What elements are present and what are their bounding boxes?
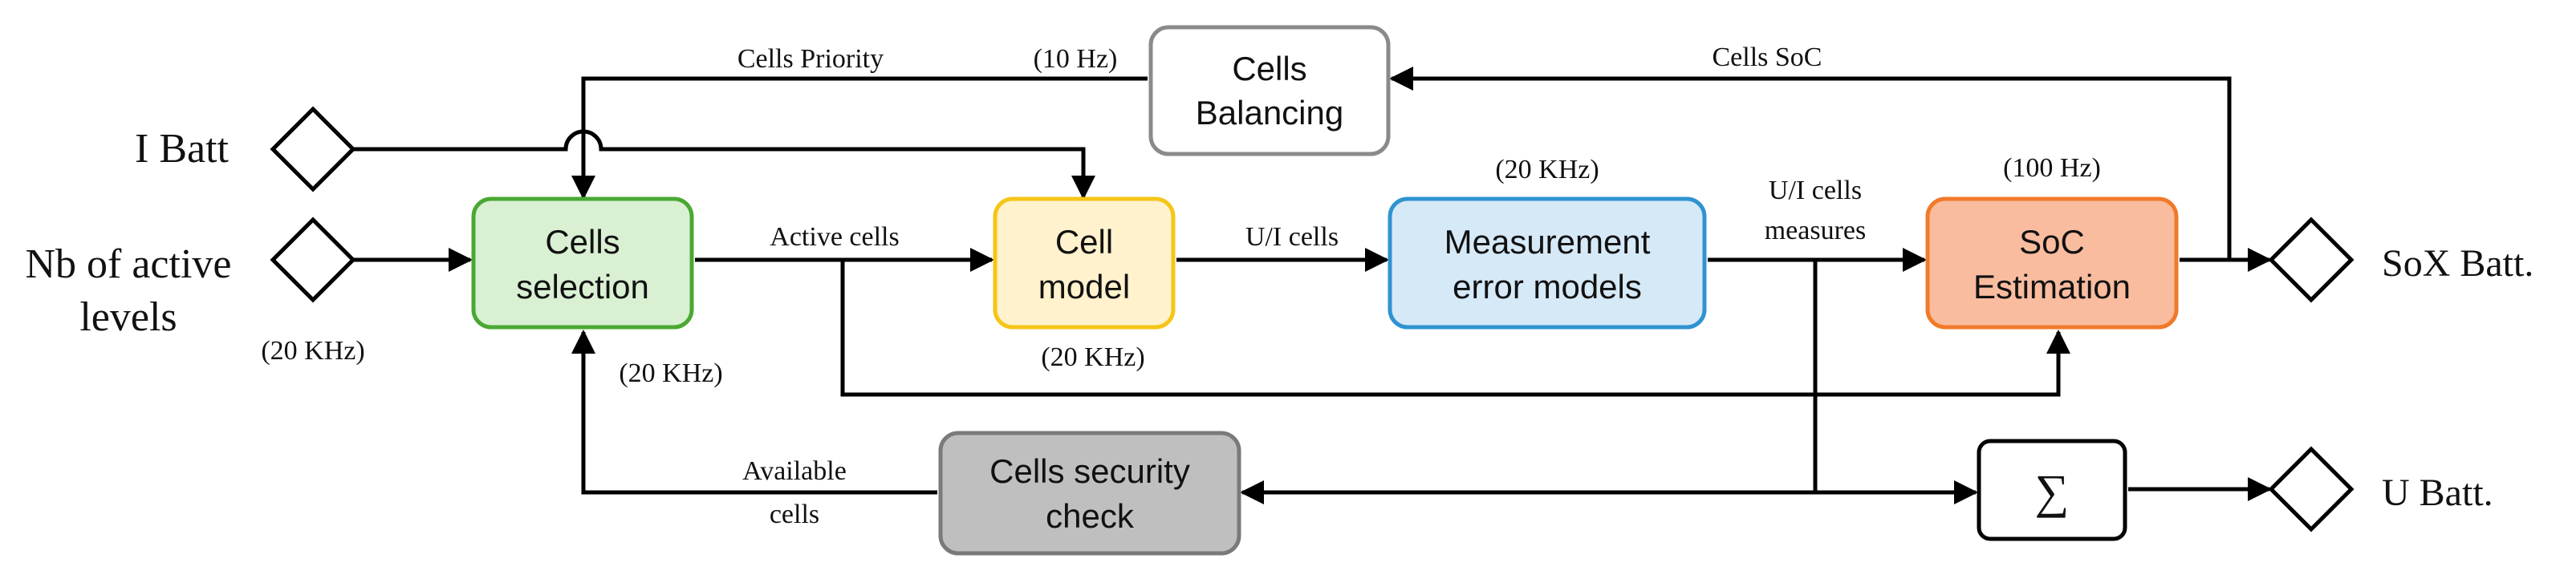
sum-symbol: ∑: [2035, 465, 2070, 518]
cells-balancing-box: [1148, 25, 1391, 156]
cell-model-box: [993, 196, 1176, 330]
measurement-error-models-block: Measurement error models: [1388, 196, 1707, 330]
measurement-rate-label: (20 KHz): [1495, 155, 1599, 184]
cell-model-line2: model: [1038, 268, 1130, 306]
cells-security-check-box: [938, 431, 1241, 556]
cells-balancing-line1: Cells: [1232, 50, 1306, 87]
cells-selection-line1: Cells: [545, 223, 620, 261]
cell-model-line1: Cell: [1055, 223, 1113, 261]
i-batt-label: I Batt: [135, 126, 230, 172]
ui-measures-label-2: measures: [1765, 216, 1867, 245]
u-batt-port: [2268, 446, 2355, 532]
active-cells-to-soc-line: [840, 260, 2070, 397]
i-batt-to-cell-model-line: [353, 129, 1095, 200]
available-cells-label-2: cells: [770, 500, 819, 529]
sox-batt-label: SoX Batt.: [2382, 242, 2533, 285]
nb-levels-label-1: Nb of active: [25, 241, 231, 287]
ui-cells-label: U/I cells: [1245, 222, 1339, 252]
i-batt-port: [270, 106, 356, 192]
security-line1: Cells security: [989, 452, 1190, 490]
active-cells-label: Active cells: [770, 222, 899, 252]
cells-priority-line: [571, 76, 1148, 200]
balancing-rate-label: (10 Hz): [1034, 44, 1118, 74]
nb-levels-rate-label: (20 KHz): [261, 336, 364, 366]
nb-levels-label-2: levels: [79, 294, 177, 340]
cells-selection-line2: selection: [516, 268, 649, 306]
available-cells-label-1: Available: [742, 456, 847, 486]
cells-soc-line: [1389, 67, 2232, 260]
selection-rate-label: (20 KHz): [619, 358, 722, 388]
available-cells-line: [571, 330, 937, 495]
soc-estimation-block: SoC Estimation: [1925, 196, 2179, 330]
cells-soc-label: Cells SoC: [1713, 43, 1822, 72]
nb-levels-port: [270, 217, 356, 303]
soc-estimation-line1: SoC: [2019, 223, 2085, 261]
measurement-error-models-box: [1388, 196, 1707, 330]
soc-estimation-line2: Estimation: [1973, 268, 2131, 306]
cells-selection-block: Cells selection: [471, 196, 694, 330]
cells-balancing-block: Cells Balancing: [1148, 25, 1391, 156]
ui-measures-label-1: U/I cells: [1769, 176, 1862, 205]
sum-box: [1977, 439, 2127, 541]
measurement-line1: Measurement: [1444, 223, 1651, 261]
cells-balancing-line2: Balancing: [1196, 94, 1343, 132]
security-line2: check: [1046, 497, 1135, 535]
measurement-line2: error models: [1453, 268, 1642, 306]
soc-rate-label: (100 Hz): [2003, 153, 2101, 183]
cells-priority-label: Cells Priority: [737, 44, 884, 74]
cell-model-block: Cell model: [993, 196, 1176, 330]
soc-estimation-box: [1925, 196, 2179, 330]
sum-block: ∑: [1977, 439, 2127, 541]
sox-batt-port: [2268, 217, 2355, 303]
u-batt-label: U Batt.: [2382, 472, 2493, 514]
cells-selection-box: [471, 196, 694, 330]
cell-model-rate-label: (20 KHz): [1041, 342, 1144, 372]
cells-security-check-block: Cells security check: [938, 431, 1241, 556]
